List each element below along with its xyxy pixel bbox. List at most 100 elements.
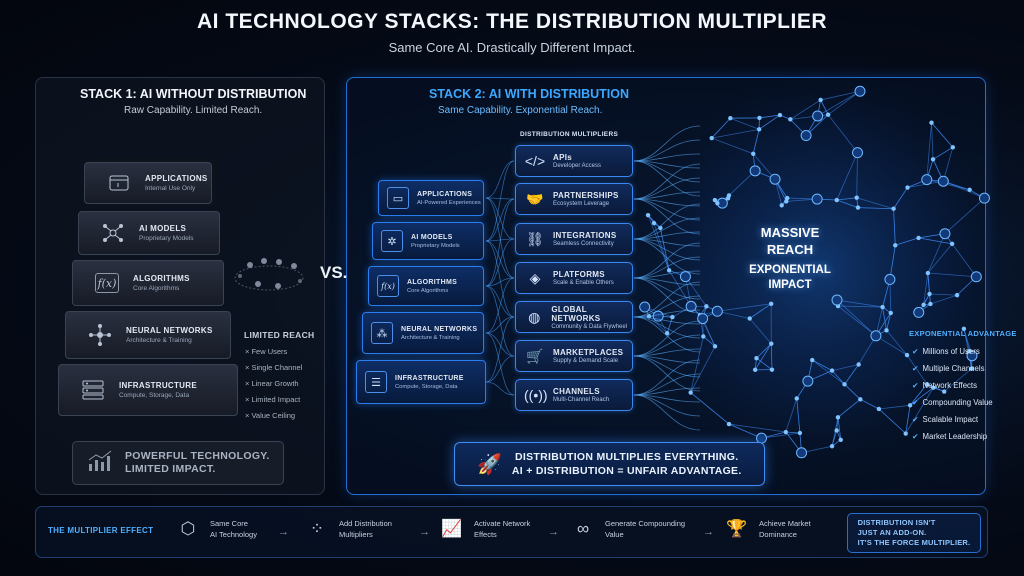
network-node [794,396,799,401]
network-link [770,343,773,370]
network-node [842,382,847,387]
network-node [704,304,709,309]
network-link [951,243,977,278]
connector-line [633,387,701,396]
stack2-footer-box: 🚀 DISTRIBUTION MULTIPLIES EVERYTHING.AI … [454,442,765,486]
user-node-icon [870,330,882,342]
connector-line [633,198,701,235]
advantage-item: ✔Multiple Channels [912,364,985,373]
check-icon: ✔ [912,398,919,407]
connector-line [485,277,515,287]
arrow-icon: → [703,526,714,538]
network-link [752,129,760,154]
network-node [904,352,910,358]
network-link [837,417,842,440]
network-link [749,303,772,319]
network-icon: ⁘ [309,519,325,538]
people-cluster-icon [234,258,304,291]
network-node [829,443,835,449]
network-node [751,151,756,157]
network-link [836,299,883,308]
user-node-icon [812,110,824,122]
function-icon: f(x) [377,275,399,297]
network-link [886,330,908,356]
network-link [858,335,877,365]
connector-line [485,198,515,287]
limited-reach-item: × Single Channel [245,363,303,372]
network-node [916,235,921,241]
network-link [711,117,731,139]
multiplier-effect-title: THE MULTIPLIER EFFECT [48,526,154,535]
network-node [788,117,793,122]
user-node-icon [679,271,691,283]
check-icon: ✔ [912,347,919,356]
network-link [785,431,800,434]
network-node [728,116,733,121]
network-node [754,356,759,361]
network-link [878,408,906,434]
code-icon: </> [524,153,546,169]
globe-glow [630,68,1010,468]
network-link [926,179,970,191]
network-node [893,243,898,248]
network-node [688,390,693,395]
network-link [927,243,953,274]
network-link [905,405,911,434]
network-link [759,114,780,119]
stack1-title: STACK 1: AI WITHOUT DISTRIBUTION [80,87,307,101]
stack2-title: STACK 2: AI WITH DISTRIBUTION [429,87,629,101]
advantage-title: EXPONENTIAL ADVANTAGE [909,329,1017,338]
user-node-icon [769,173,781,185]
connector-line [485,355,515,383]
arrow-icon: → [548,526,559,538]
network-link [685,276,707,307]
user-node-icon [831,294,843,306]
network-link [648,315,668,334]
network-node [701,334,706,339]
network-link [926,383,945,392]
network-node [929,120,934,125]
network-node [777,112,783,118]
network-link [690,346,716,393]
advantage-item: ✔Millions of Users [912,347,980,356]
network-node [967,187,972,193]
network-node [785,195,790,201]
network-link [889,245,896,280]
limited-reach-title: LIMITED REACH [244,330,315,340]
server-icon: ☰ [365,371,387,393]
connector-line [485,332,515,357]
network-node [709,135,714,141]
network-link [943,180,985,199]
network-link [752,153,776,180]
network-node [907,403,913,408]
connector-line [485,240,515,279]
network-link [653,223,670,271]
connector-line [485,198,515,242]
advantage-item: ✔Network Effects [912,381,977,390]
network-link [812,359,833,371]
connector-line [485,316,515,334]
network-node [928,301,933,307]
network-link [886,312,892,331]
network-link [668,270,692,307]
stack2-subtitle: Same Capability. Exponential Reach. [438,105,603,116]
network-node [891,206,896,211]
network-link [820,90,861,101]
growth-chart-icon: 📈 [441,519,463,538]
network-node [757,115,762,121]
network-node [670,314,675,320]
user-node-icon [749,165,761,177]
network-link [730,117,760,130]
network-link [893,187,908,209]
connector-lines [485,125,701,431]
network-link [820,99,829,115]
connector-line [633,348,701,357]
